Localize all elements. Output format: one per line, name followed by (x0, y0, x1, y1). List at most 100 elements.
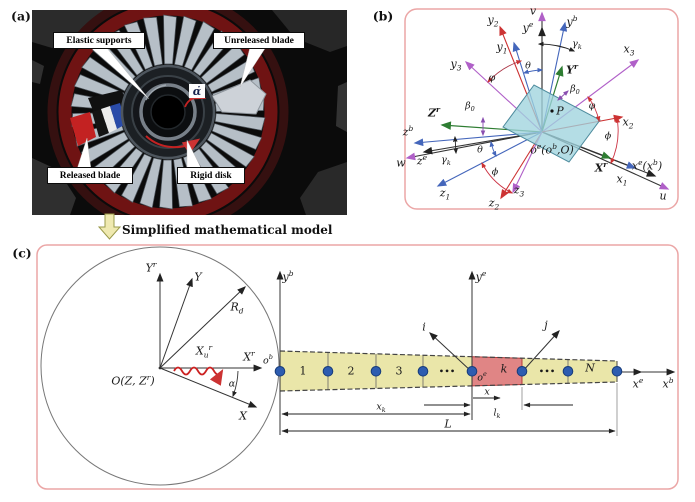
beam-label-o-e: oe (477, 370, 487, 384)
panel-a-tag: (a) (11, 8, 31, 24)
unreleased-blade-shape (211, 79, 267, 115)
angle-arc-varphi-top (487, 60, 523, 83)
alpha-dot-label: α̇ (189, 84, 205, 98)
callout-elastic-supports: Elastic supports (53, 32, 145, 49)
disk-label-alpha: α (228, 378, 236, 390)
unbalance-wave-arrow (173, 366, 224, 386)
node-j-arrow (521, 330, 560, 373)
panel-c-tag: (c) (12, 245, 32, 261)
angle-label-beta0-left: β0 (465, 100, 475, 114)
angle-arc-alpha (232, 370, 239, 398)
rotation-arc-lower (145, 135, 201, 155)
panel-b-tag: (b) (372, 8, 394, 24)
callout-rigid-disk: Rigid disk (177, 167, 245, 184)
axis-label-x1: x1 (616, 172, 628, 188)
angle-label-theta-top: θ (525, 60, 531, 72)
beam-body (280, 351, 617, 391)
axis-X-disk (159, 367, 258, 408)
angle-arc-gamma-k-top (537, 41, 576, 52)
disk-label-X-u-r: Xur (195, 342, 213, 360)
released-blade-marker (70, 90, 128, 146)
axis-label-z2: z2 (488, 196, 500, 212)
disk-label-X: X (239, 409, 247, 423)
axis-label-z-e: ze (416, 152, 428, 168)
axis-Y-disk (159, 277, 193, 369)
extension-lines (521, 383, 618, 436)
dim-label-L: L (444, 417, 452, 431)
callout-unreleased-blade: Unreleased blade (213, 32, 305, 49)
axis-label-z1: z1 (439, 186, 451, 202)
angle-label-phi-right: ϕ (604, 130, 612, 142)
angle-label-gamma-k-top: γk (572, 38, 582, 52)
disk-label-X-r: Xr (243, 348, 255, 364)
angle-arc-phi-right (610, 116, 621, 165)
caption-simplified-model: Simplified mathematical model (122, 223, 333, 237)
axis-label-z-b: zb (402, 123, 414, 139)
angle-label-varphi-top: φ (488, 72, 496, 84)
beam-edges (279, 350, 618, 392)
disk-label-R-d: Rd (230, 300, 244, 316)
element-label-1: 1 (299, 364, 307, 378)
angle-label-theta-left: θ (477, 144, 483, 156)
down-block-arrow-icon (97, 213, 122, 240)
dim-label-x-k: xk (376, 401, 386, 415)
axis-label-y3: y3 (450, 57, 462, 73)
point-p-dot (550, 109, 554, 113)
axis-label-y2: y2 (487, 13, 499, 29)
axis-label-Z-r: Zr (428, 104, 440, 120)
angle-arc-varphi-right (587, 96, 601, 123)
element-label-dots1: ••• (438, 366, 456, 378)
angle-tick-beta0-right (557, 90, 569, 101)
axis-label-X-r: Xr (594, 159, 608, 175)
disk-label-Y: Y (194, 270, 202, 284)
element-label-2: 2 (347, 364, 355, 378)
axis-label-y-e: ye (522, 19, 534, 35)
beam-label-x-e: xe (632, 375, 644, 391)
node-i-arrow (429, 332, 473, 373)
axis-label-y-b: yb (566, 13, 578, 29)
axis-label-x2: x2 (622, 115, 634, 131)
angle-label-gamma-k-left: γk (441, 154, 451, 168)
angle-label-beta0-right: β0 (570, 83, 580, 97)
beam-label-i: i (422, 320, 426, 334)
hub (120, 64, 216, 160)
axis-z1 (436, 131, 543, 187)
element-label-dots2: ••• (538, 366, 556, 378)
axis-label-x-e-x-b: xe(xb) (631, 157, 663, 173)
axis-label-u: u (659, 189, 667, 203)
disk-label-Y-r: Yr (145, 259, 157, 275)
dim-label-x-local: x (484, 386, 490, 398)
element-label-k: k (500, 362, 508, 376)
point-label-p: P (556, 104, 564, 118)
background-machinery (32, 10, 347, 215)
disk-label-origin: O(Z, Zr) (111, 372, 155, 388)
axis-label-v: v (529, 4, 537, 18)
beam-label-y-e: ye (475, 268, 487, 284)
angle-tick-gamma-k-left (452, 135, 459, 155)
element-label-3: 3 (395, 364, 403, 378)
axis-label-w: w (396, 156, 406, 170)
angle-label-phi-left: ϕ (491, 166, 499, 178)
beam-label-j: j (544, 318, 548, 332)
simplified-model-diagram (40, 246, 676, 486)
angle-arc-theta-top (522, 67, 544, 74)
dim-label-l-k: lk (493, 407, 501, 421)
beam-label-y-b: yb (282, 268, 294, 284)
axis-label-y1: y1 (496, 40, 508, 56)
red-casing-ring (58, 10, 278, 215)
rigid-disk-circle (40, 246, 280, 486)
angle-arc-theta-left (489, 140, 497, 158)
angle-label-varphi-right: φ (588, 100, 596, 112)
coordinate-systems-diagram (405, 11, 670, 200)
axis-label-x3: x3 (623, 42, 635, 58)
beam-nodes (274, 366, 623, 377)
axis-label-Y-r: Yr (566, 61, 578, 77)
callout-released-blade: Released blade (47, 167, 133, 184)
element-label-N: N (585, 361, 595, 375)
origin-label-b: oe(ob,O) (530, 141, 574, 157)
angle-arc-phi-left (481, 161, 514, 194)
axis-label-z3: z3 (513, 183, 525, 199)
disk-label-o-b: ob (263, 353, 273, 367)
